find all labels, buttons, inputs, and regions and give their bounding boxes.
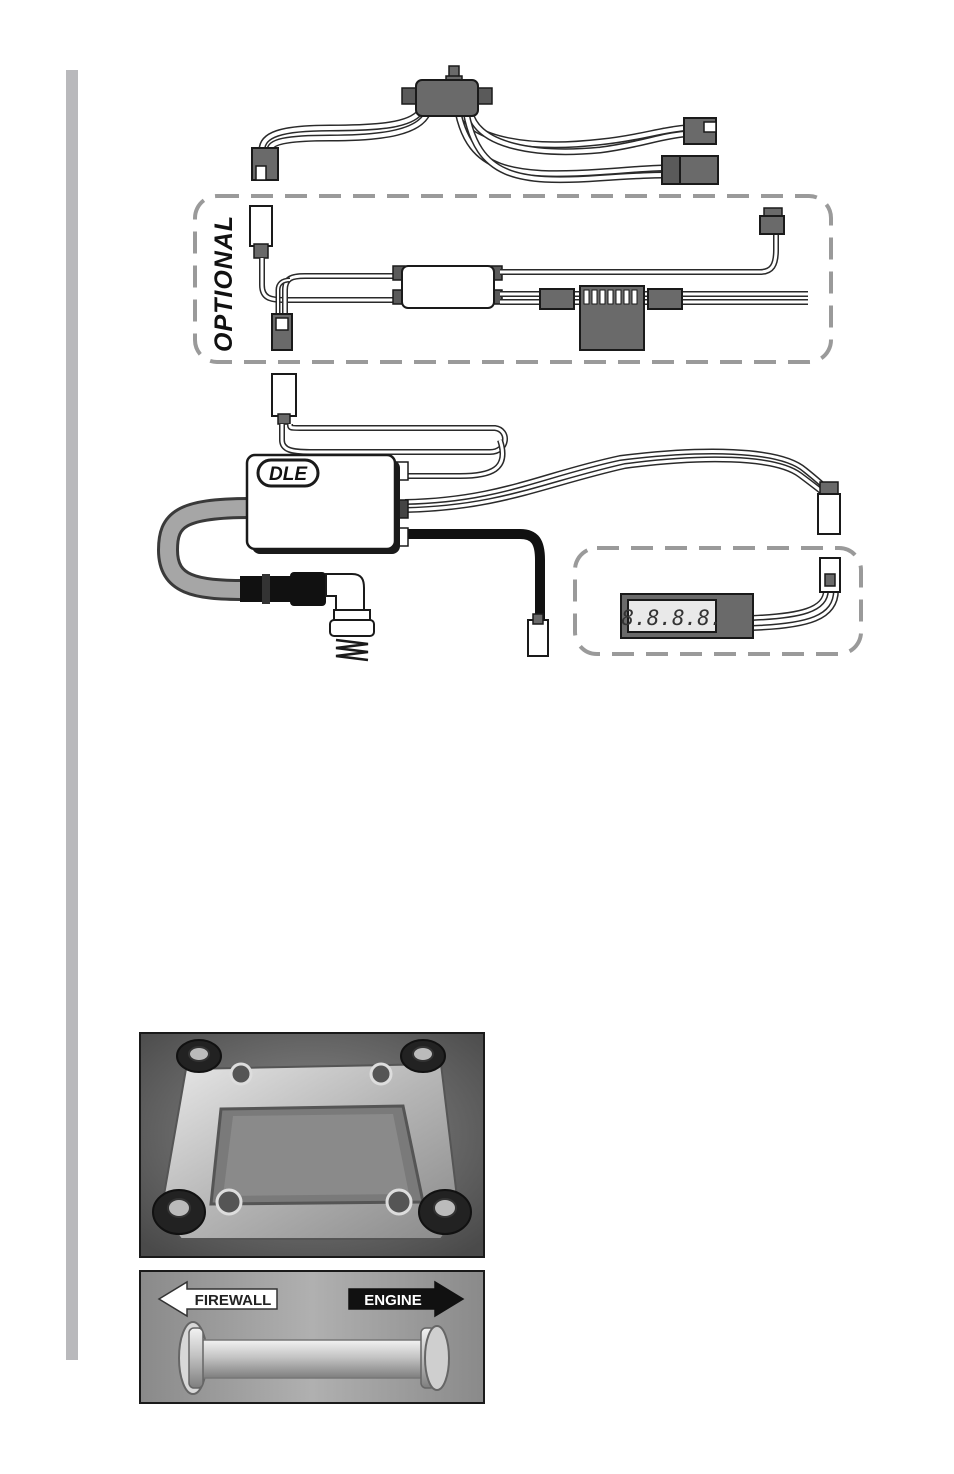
standoff-illustration: FIREWALL ENGINE <box>141 1272 483 1402</box>
firewall-label: FIREWALL <box>195 1292 272 1309</box>
optional-label: OPTIONAL <box>210 215 238 352</box>
engine-label: ENGINE <box>364 1292 422 1309</box>
engine-mount-photo <box>139 1032 485 1258</box>
switch-harness <box>252 66 718 184</box>
dle-logo: DLE <box>269 464 308 485</box>
engine-mount-illustration <box>141 1034 483 1256</box>
optional-box: OPTIONAL <box>195 196 831 362</box>
optional-display-box: 8.8.8.8. <box>575 548 861 654</box>
wiring-diagram: OPTIONAL <box>0 0 954 680</box>
standoff-photo: FIREWALL ENGINE <box>139 1270 485 1404</box>
display-readout: 8.8.8.8. <box>621 606 722 630</box>
